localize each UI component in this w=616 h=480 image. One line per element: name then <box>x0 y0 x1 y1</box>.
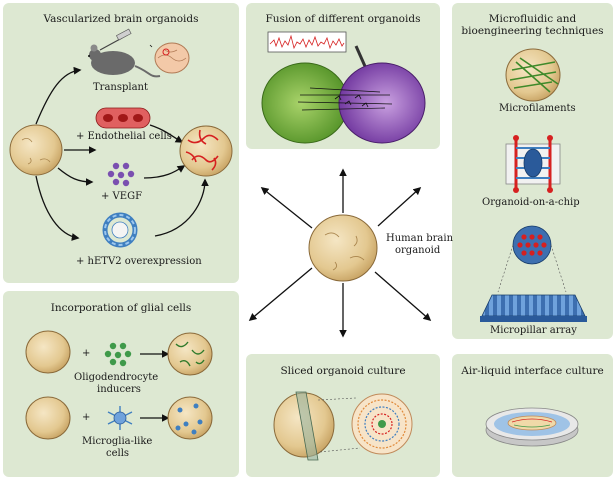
label-etv2: + hETV2 overexpression <box>76 256 202 267</box>
label-microglia-1: Microglia-like <box>82 436 153 447</box>
label-micropillar: Micropillar array <box>490 325 577 336</box>
center-organoid <box>308 214 378 282</box>
micropillar-array-icon <box>480 225 587 322</box>
arrow-etv2-to-vasc <box>154 178 209 237</box>
mouse-icon <box>88 28 161 78</box>
center-label-2: organoid <box>395 245 441 256</box>
petri-dish-icon <box>485 407 579 447</box>
arrow-downleft <box>248 267 313 322</box>
sliced-organoid <box>273 391 335 461</box>
eeg-trace-box <box>267 31 347 53</box>
plus-microglia: + <box>82 412 91 423</box>
arrow-to-transplant <box>35 66 82 125</box>
label-organoid-chip: Organoid-on-a-chip <box>482 197 580 208</box>
label-oligo-1: Oligodendrocyte <box>74 372 159 383</box>
panel-title-vascularized: Vascularized brain organoids <box>43 13 199 25</box>
label-microfilaments: Microfilaments <box>499 103 576 114</box>
label-transplant: Transplant <box>93 82 149 93</box>
vascularized-organoid <box>179 125 233 177</box>
panel-title-fusion: Fusion of different organoids <box>265 13 421 25</box>
glial-organoid-2 <box>25 396 71 440</box>
arrow-downright <box>374 271 432 322</box>
etv2-plasmid-icon <box>102 212 138 248</box>
source-organoid <box>9 124 63 176</box>
slice-cross-section <box>351 393 413 455</box>
endothelial-cells-icon <box>95 107 151 129</box>
arrow-upleft <box>260 187 313 229</box>
vegf-icon <box>107 162 135 187</box>
center-label-1: Human brain <box>386 233 454 244</box>
panel-glial: Incorporation of glial cells <box>3 291 239 477</box>
microfilament-organoid <box>505 48 561 102</box>
arrow-to-etv2 <box>35 175 80 241</box>
plus-oligo: + <box>82 348 91 359</box>
microglia-cell-icon <box>107 406 133 430</box>
arrow-upright <box>377 186 422 227</box>
oligodendrocyte-inducers-icon <box>104 342 132 367</box>
arrow-brain <box>149 44 153 48</box>
microglia-organoid <box>167 396 213 440</box>
label-endothelial: + Endothelial cells <box>76 131 172 142</box>
organoid-chip-icon <box>505 135 561 193</box>
arrow-to-vegf <box>57 167 94 186</box>
label-microglia-2: cells <box>106 448 130 459</box>
panel-title-sliced: Sliced organoid culture <box>280 365 406 377</box>
panel-title-microfluidic-1: Microfluidic and <box>488 13 577 25</box>
arrow-vegf-to-vasc <box>143 165 186 179</box>
panel-title-glial: Incorporation of glial cells <box>50 302 192 314</box>
glial-organoid-1 <box>25 330 71 374</box>
panel-title-microfluidic-2: bioengineering techniques <box>461 25 604 37</box>
mouse-brain-icon <box>154 42 190 74</box>
fused-organoids <box>261 62 426 144</box>
radial-arrows <box>248 168 432 338</box>
panel-title-airliquid: Air-liquid interface culture <box>461 365 604 377</box>
oligo-organoid <box>167 332 213 376</box>
arrow-endo-to-vasc <box>149 124 184 143</box>
label-oligo-2: inducers <box>97 384 141 395</box>
label-vegf: + VEGF <box>101 191 143 202</box>
